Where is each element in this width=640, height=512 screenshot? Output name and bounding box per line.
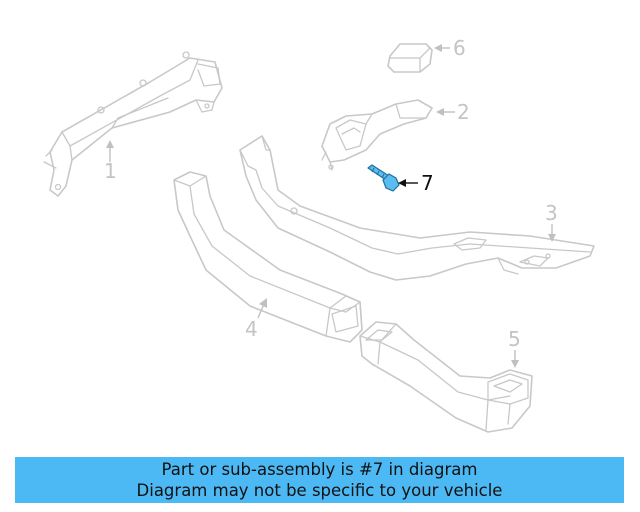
banner-line-1: Part or sub-assembly is #7 in diagram <box>161 460 478 479</box>
part-3-floor-duct[interactable] <box>239 135 595 281</box>
callout-1: 1 <box>104 159 117 183</box>
callout-2: 2 <box>457 100 470 124</box>
part-6-clip[interactable] <box>387 43 433 73</box>
callout-4: 4 <box>245 317 258 341</box>
callout-3: 3 <box>545 201 558 225</box>
info-banner: Part or sub-assembly is #7 in diagram Di… <box>15 457 624 503</box>
part-1-left-duct[interactable] <box>43 51 223 197</box>
part-4-lower-duct[interactable] <box>173 171 363 343</box>
banner-line-2: Diagram may not be specific to your vehi… <box>136 481 503 500</box>
part-5-rear-duct[interactable] <box>359 321 533 433</box>
part-2-center-duct[interactable] <box>321 99 433 171</box>
callout-7: 7 <box>421 171 434 195</box>
callout-5: 5 <box>508 327 521 351</box>
parts-diagram: 1 6 2 7 3 <box>43 36 595 433</box>
part-7-bolt[interactable] <box>367 164 400 192</box>
callout-6: 6 <box>453 36 466 60</box>
